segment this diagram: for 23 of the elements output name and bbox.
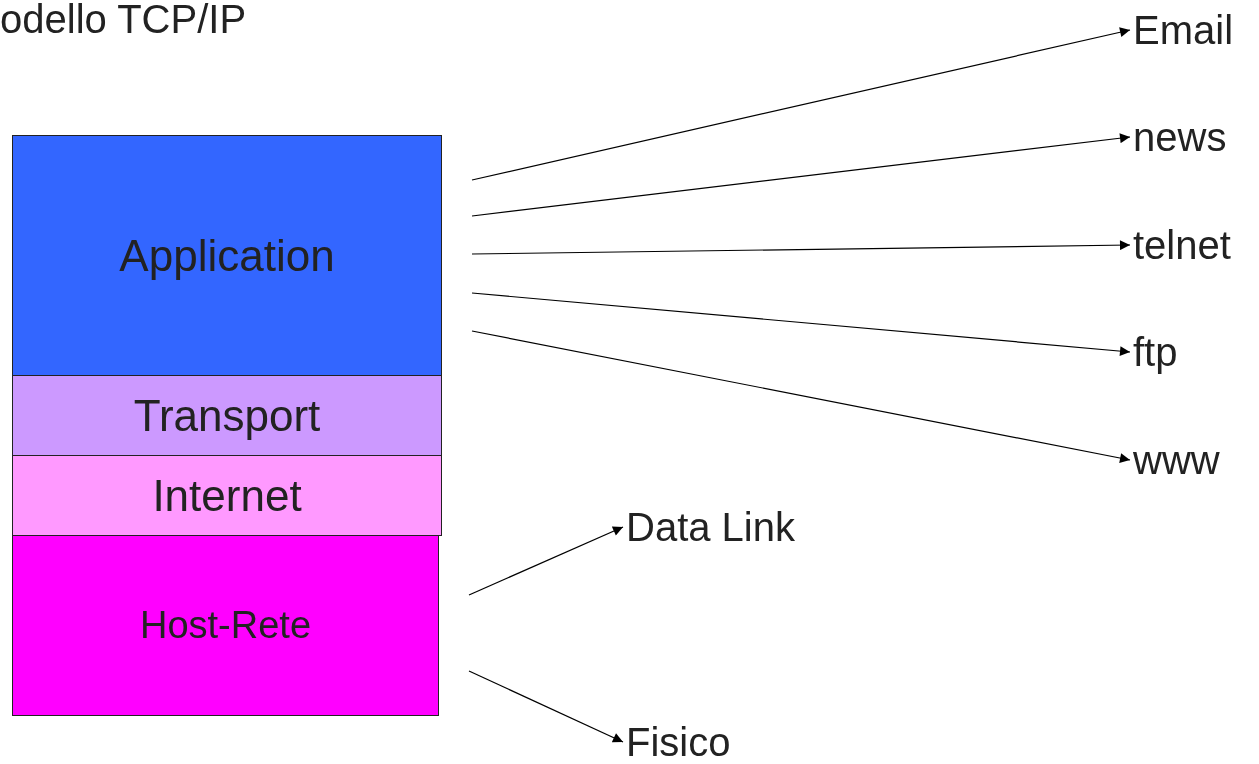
arrow [471, 330, 1131, 463]
arrow [468, 526, 624, 596]
layer-box [12, 135, 442, 376]
layer-name: Host-Rete [139, 604, 312, 647]
protocol-label: www [1133, 437, 1220, 483]
title: odello TCP/IP [0, 0, 247, 42]
layer-box [12, 535, 439, 716]
arrow [471, 292, 1131, 357]
protocol-label: Fisico [626, 719, 731, 764]
layer-name: Transport [133, 390, 321, 441]
layer-box [12, 455, 442, 536]
arrow [471, 133, 1131, 217]
protocol-label: telnet [1133, 222, 1231, 268]
layer-box [12, 375, 442, 456]
layer-name: Internet [152, 470, 302, 521]
arrow [471, 240, 1131, 255]
protocol-label: ftp [1133, 329, 1178, 375]
protocol-label: Data Link [626, 504, 795, 550]
arrow [468, 670, 624, 743]
protocol-label: news [1133, 114, 1227, 160]
arrow [471, 27, 1131, 181]
layer-name: Application [119, 230, 335, 281]
protocol-label: Email [1133, 7, 1234, 53]
